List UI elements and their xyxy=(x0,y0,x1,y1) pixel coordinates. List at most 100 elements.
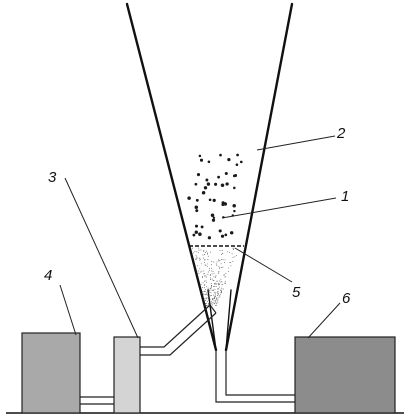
fine-particle xyxy=(202,291,204,293)
fine-particle xyxy=(217,301,219,303)
fine-particle xyxy=(221,254,223,256)
fine-particle xyxy=(218,295,220,297)
fine-particle xyxy=(221,283,223,285)
particle xyxy=(239,160,243,164)
fine-particle xyxy=(211,302,213,304)
fine-particle xyxy=(215,304,217,306)
fine-particle xyxy=(213,300,215,302)
fine-particle xyxy=(205,298,207,300)
fine-particle xyxy=(203,291,205,292)
fine-particle xyxy=(200,263,202,265)
fine-particle xyxy=(220,263,222,265)
fine-particle xyxy=(203,262,205,264)
fine-particle-zone xyxy=(191,247,237,307)
fine-particle xyxy=(215,299,217,301)
fine-particle xyxy=(213,298,215,300)
fine-particle xyxy=(222,288,224,290)
fine-particle xyxy=(221,267,223,269)
fine-particle xyxy=(204,291,206,293)
fine-particle xyxy=(205,264,207,266)
particle xyxy=(235,163,239,166)
fine-particle xyxy=(199,268,201,270)
fine-particle xyxy=(212,304,214,306)
label-4: 4 xyxy=(44,267,52,284)
fine-particle xyxy=(217,295,218,296)
fine-particle xyxy=(224,259,226,261)
fine-particle xyxy=(212,299,214,301)
particle xyxy=(220,234,225,238)
particle xyxy=(194,230,198,234)
fine-particle xyxy=(213,276,215,278)
fine-particle xyxy=(220,281,222,283)
particle xyxy=(227,157,231,162)
fine-particle xyxy=(212,290,214,292)
fine-particle xyxy=(195,258,197,260)
fine-particle xyxy=(214,283,216,285)
fine-particle xyxy=(207,263,209,265)
fine-particle xyxy=(213,280,215,282)
fine-particle xyxy=(214,285,216,287)
fine-particle xyxy=(219,280,221,282)
fine-particle xyxy=(228,267,230,269)
fine-particle xyxy=(211,278,213,280)
leader-line-2 xyxy=(256,135,336,151)
fine-particle xyxy=(229,261,231,263)
fine-particle xyxy=(200,271,202,273)
label-1: 1 xyxy=(341,188,349,205)
fine-particle xyxy=(211,273,213,275)
fine-particle xyxy=(225,272,227,274)
fine-particle xyxy=(233,249,234,251)
fine-particle xyxy=(216,283,217,285)
fine-particle xyxy=(202,277,204,278)
fine-particle xyxy=(199,259,201,261)
fine-particle xyxy=(225,281,227,283)
particle xyxy=(201,190,206,195)
fine-particle xyxy=(205,305,207,307)
fine-particle xyxy=(210,274,212,276)
fine-particle xyxy=(208,294,210,296)
fine-particle xyxy=(219,259,221,261)
particle xyxy=(224,171,228,176)
fine-particle xyxy=(217,291,219,293)
fine-particle xyxy=(214,282,216,284)
fine-particle xyxy=(205,276,207,278)
fine-particle xyxy=(204,284,206,286)
fine-particle xyxy=(214,302,216,304)
fine-particle xyxy=(221,291,223,293)
label-3: 3 xyxy=(48,169,57,186)
fine-particle xyxy=(203,280,205,282)
fine-particle xyxy=(204,294,206,296)
fine-particle xyxy=(222,266,224,268)
fine-particle xyxy=(216,261,218,263)
fine-particle xyxy=(200,249,202,251)
fine-particle xyxy=(210,285,212,287)
fine-particle xyxy=(216,280,218,282)
particle xyxy=(218,229,222,233)
particle xyxy=(207,236,212,240)
label-6: 6 xyxy=(342,290,351,307)
fine-particle xyxy=(220,294,221,296)
fine-particle xyxy=(209,275,211,277)
fine-particle xyxy=(221,281,223,282)
particle xyxy=(187,196,191,200)
fine-particle xyxy=(205,275,207,277)
particle xyxy=(192,233,196,237)
fine-particle xyxy=(207,271,209,273)
fine-particle xyxy=(194,250,196,252)
fine-particle xyxy=(221,250,223,252)
fine-particle xyxy=(213,302,215,304)
fine-particle xyxy=(210,279,211,281)
fine-particle xyxy=(203,287,205,289)
fine-particle xyxy=(203,270,205,272)
fine-particle xyxy=(206,265,208,267)
fine-particle xyxy=(220,290,222,292)
particle xyxy=(199,158,204,162)
fine-particle xyxy=(204,289,206,291)
particle xyxy=(214,182,218,186)
fine-particle xyxy=(204,252,206,253)
fine-particle xyxy=(210,277,211,279)
particle xyxy=(195,198,199,202)
particle xyxy=(221,203,225,207)
fine-particle xyxy=(221,259,223,261)
